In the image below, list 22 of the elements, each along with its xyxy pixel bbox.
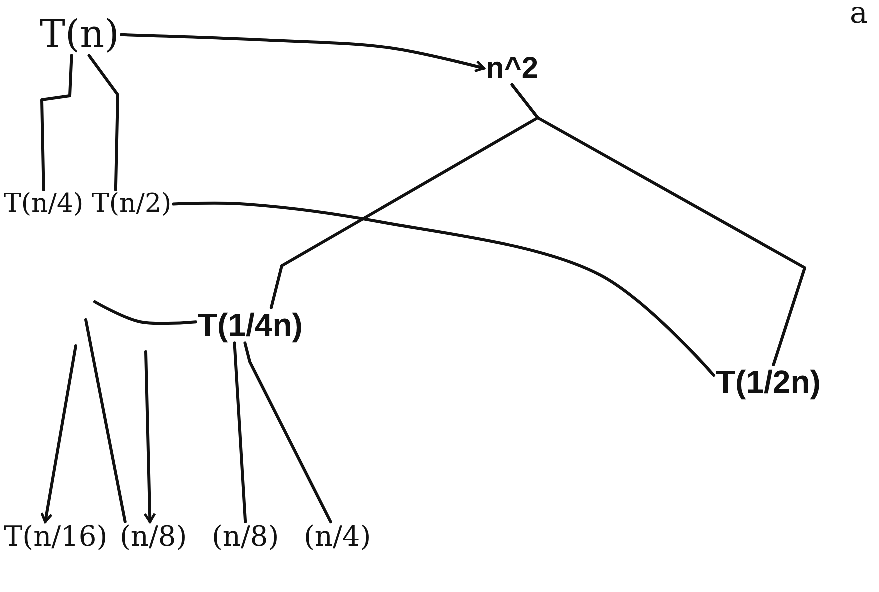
arrow bbox=[144, 350, 156, 524]
connector-line bbox=[84, 318, 127, 524]
connector-line bbox=[88, 54, 120, 192]
term-label: n^2 bbox=[486, 52, 539, 85]
note-text: a bbox=[850, 0, 868, 31]
arrow bbox=[120, 33, 486, 73]
term-label: T(1/2n) bbox=[716, 365, 821, 400]
connector-line bbox=[244, 342, 332, 524]
term-label: (n/4) bbox=[304, 522, 372, 553]
connector-line bbox=[94, 300, 198, 326]
term-label: (n/8) bbox=[120, 522, 188, 553]
connector-line bbox=[510, 84, 806, 366]
term-label: T(n) bbox=[40, 14, 120, 56]
term-label: T(1/4n) bbox=[198, 308, 303, 344]
connector-line bbox=[172, 202, 716, 378]
term-label: T(n/2) bbox=[92, 190, 172, 219]
arrow bbox=[40, 344, 78, 524]
term-label: (n/8) bbox=[212, 522, 280, 553]
connector-line bbox=[233, 342, 248, 524]
term-label: T(n/4) bbox=[4, 190, 84, 219]
connector-line bbox=[40, 54, 74, 192]
term-label: T(n/16) bbox=[4, 522, 108, 553]
